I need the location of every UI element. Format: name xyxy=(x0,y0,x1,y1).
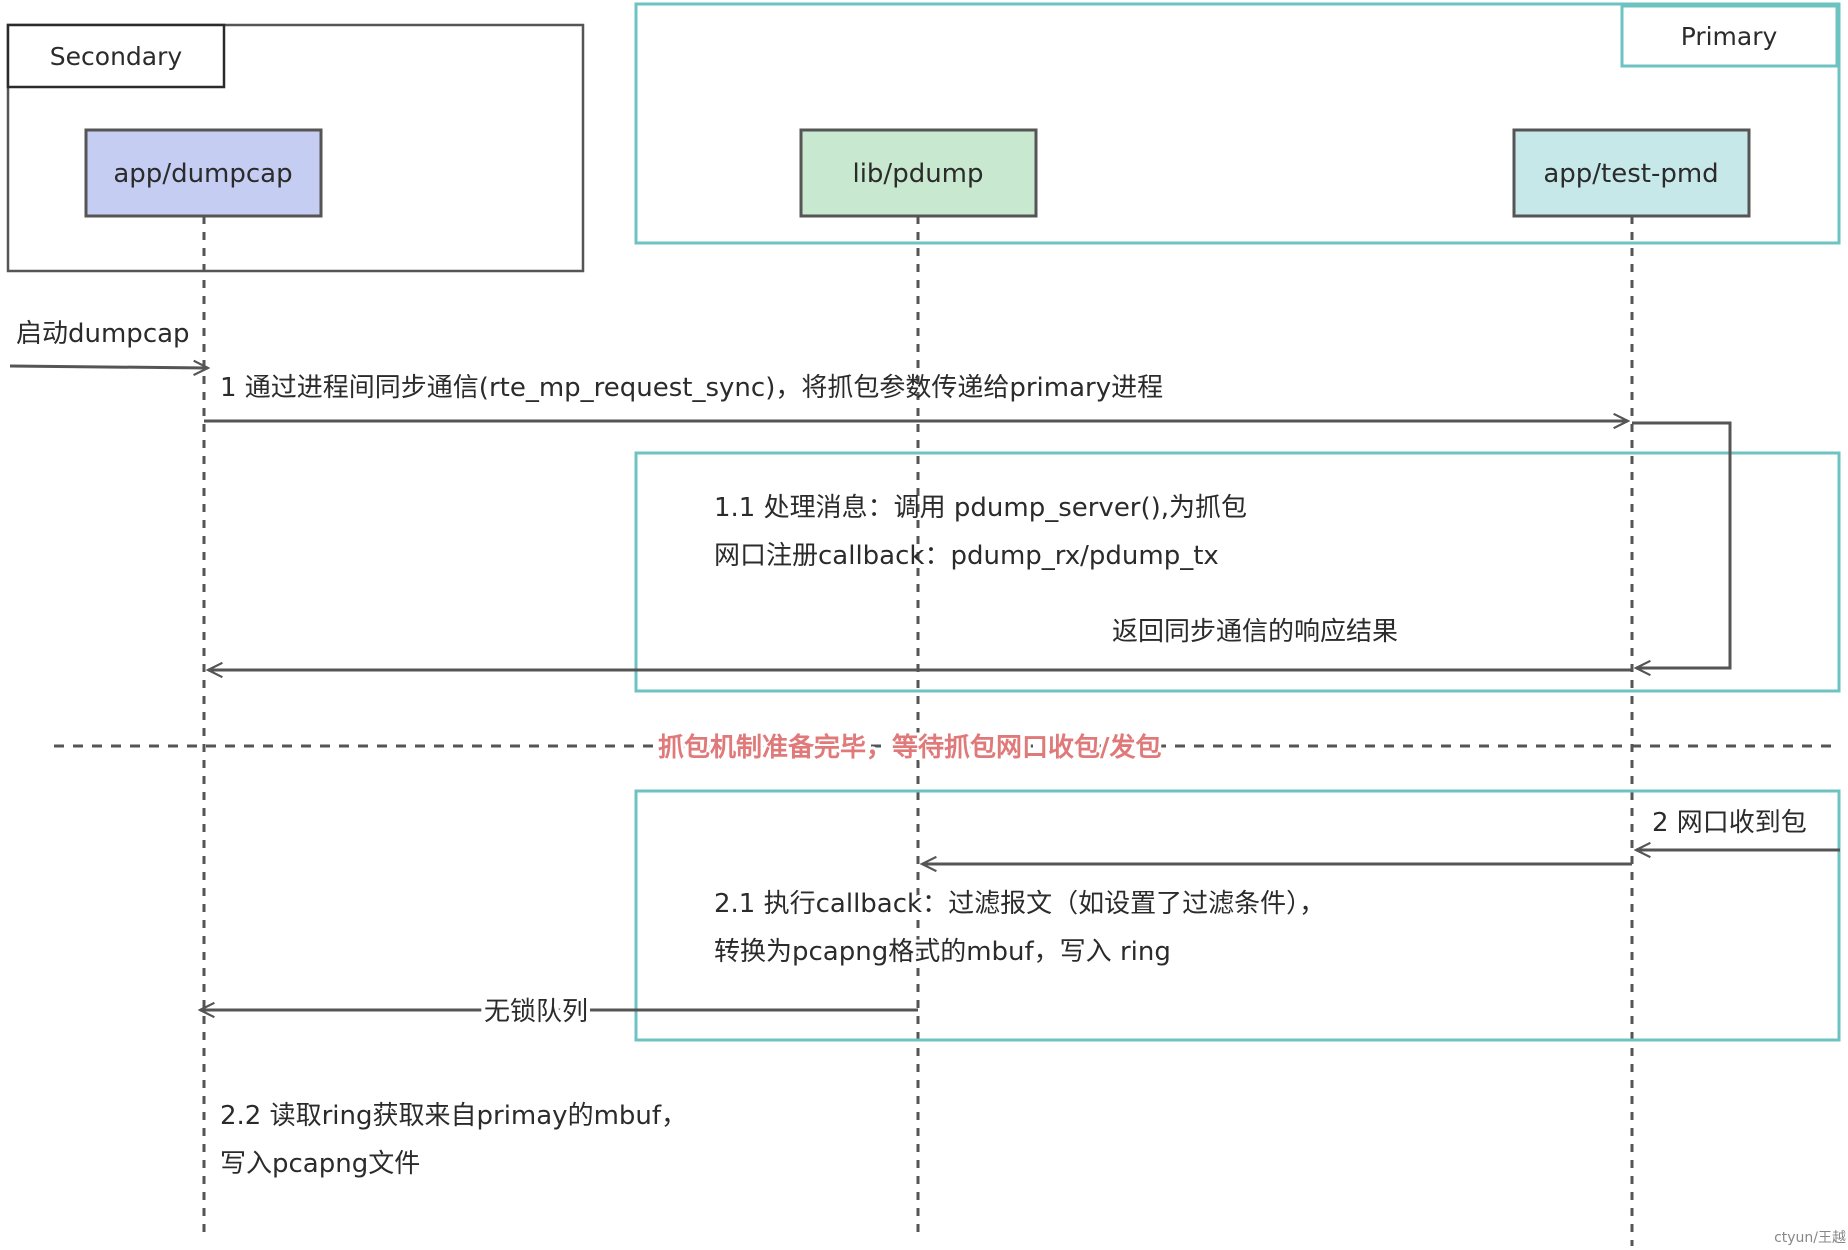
watermark: ctyun/王越 xyxy=(1774,1230,1846,1246)
step1-label: 1 通过进程间同步通信(rte_mp_request_sync)，将抓包参数传递… xyxy=(220,373,1163,403)
lifeline-label-testpmd: app/test-pmd xyxy=(1543,159,1718,189)
step2-1-text-line2: 转换为pcapng格式的mbuf，写入 ring xyxy=(714,937,1171,967)
step2-box xyxy=(634,789,1841,1042)
primary-label-box xyxy=(1620,4,1839,68)
lifeline-label-dumpcap: app/dumpcap xyxy=(113,159,292,189)
lifeline-box-pdump xyxy=(799,128,1038,218)
step1-1-text-line1: 1.1 处理消息：调用 pdump_server(),为抓包 xyxy=(714,493,1247,523)
lifeline-label-pdump: lib/pdump xyxy=(852,159,983,189)
reply-label: 返回同步通信的响应结果 xyxy=(1112,617,1398,647)
secondary-label-box xyxy=(6,23,226,89)
primary-group-box xyxy=(634,2,1841,245)
step1-1-text-line2: 网口注册callback：pdump_rx/pdump_tx xyxy=(714,541,1219,571)
secondary-group-box xyxy=(6,23,585,273)
step2-label: 2 网口收到包 xyxy=(1652,808,1807,838)
secondary-label: Secondary xyxy=(50,42,183,71)
self-call-arrow xyxy=(1632,421,1732,668)
lifeline-box-dumpcap xyxy=(84,128,323,218)
step2-1-text-line1: 2.1 执行callback：过滤报文（如设置了过滤条件）， xyxy=(714,889,1325,919)
start-arrow xyxy=(9,366,208,368)
separator-label: 抓包机制准备完毕，等待抓包网口收包/发包 xyxy=(658,732,1162,763)
primary-label: Primary xyxy=(1681,22,1778,51)
step2-2-text-line1: 2.2 读取ring获取来自primay的mbuf， xyxy=(220,1101,687,1131)
lifeline-box-testpmd xyxy=(1512,128,1751,218)
step2-2-text-line2: 写入pcapng文件 xyxy=(220,1149,420,1179)
step1-1-box xyxy=(634,451,1841,693)
start-label: 启动dumpcap xyxy=(16,319,190,349)
queue-label: 无锁队列 xyxy=(484,997,588,1027)
